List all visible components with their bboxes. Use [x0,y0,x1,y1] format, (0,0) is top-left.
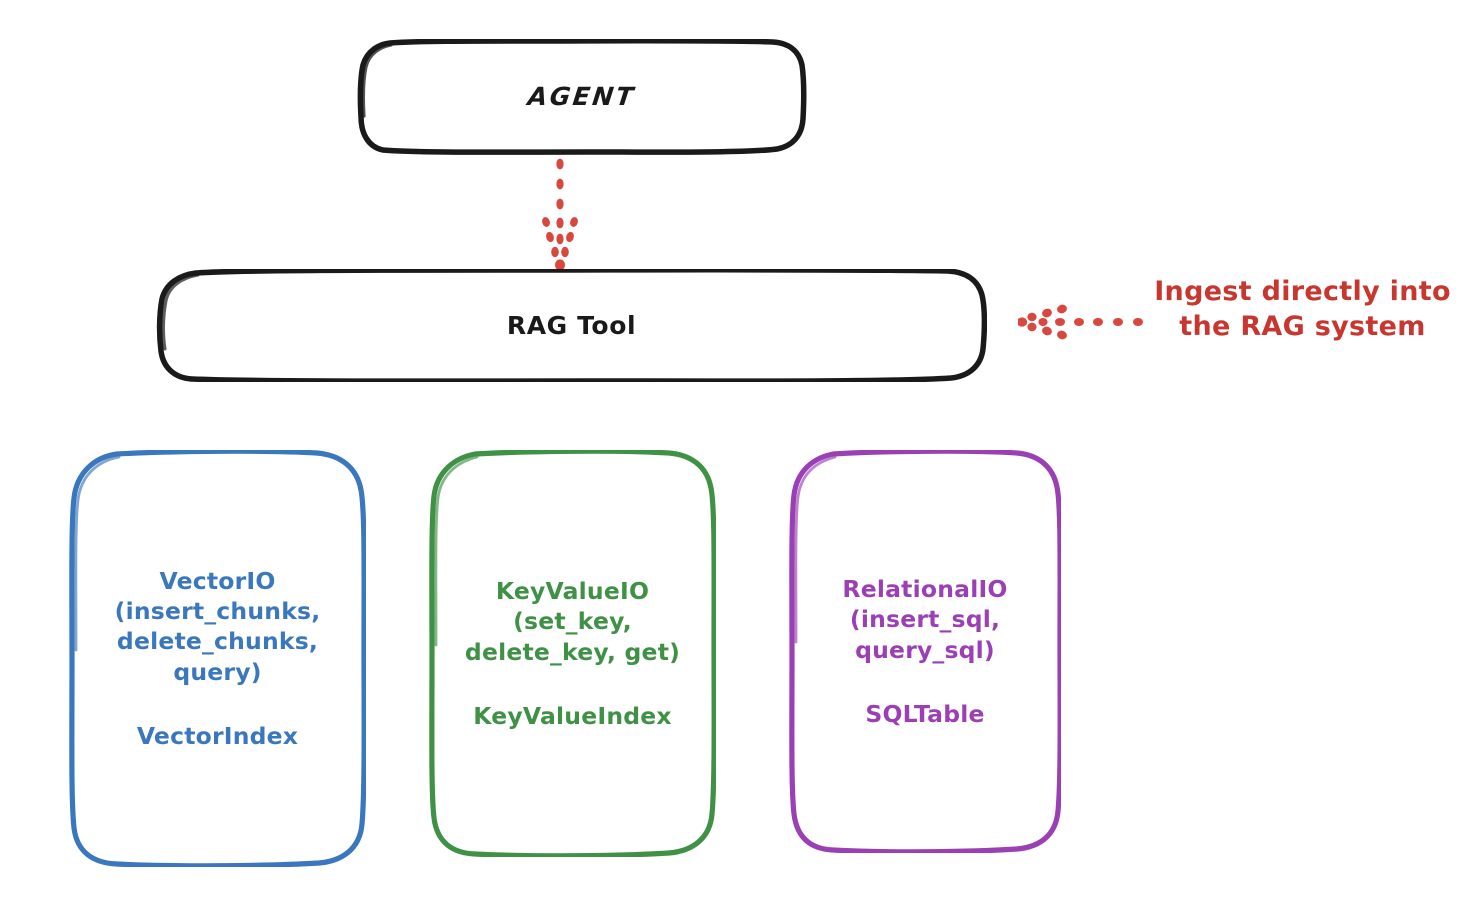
node-rag-tool[interactable]: RAG Tool [156,269,987,382]
connector-ingest-to-rag-tool [1018,304,1143,340]
connector-agent-to-rag-tool [542,158,578,271]
annotation-ingest-directly: Ingest directly into the RAG system [1154,276,1451,342]
rag-tool-label: RAG Tool [506,310,637,340]
relational-io-subtitle: SQLTable [865,699,985,728]
node-vector-io[interactable]: VectorIO (insert_chunks, delete_chunks, … [69,450,366,867]
vector-io-subtitle: VectorIndex [136,721,299,750]
key-value-io-title: KeyValueIO (set_key, delete_key, get) [464,577,681,666]
relational-io-title: RelationalIO (insert_sql, query_sql) [842,575,1008,664]
node-key-value-io[interactable]: KeyValueIO (set_key, delete_key, get) Ke… [429,450,716,857]
vector-io-title: VectorIO (insert_chunks, delete_chunks, … [114,567,321,686]
node-relational-io[interactable]: RelationalIO (insert_sql, query_sql) SQL… [789,450,1061,853]
node-agent[interactable]: AGENT [357,39,807,155]
agent-label: AGENT [526,82,638,111]
key-value-io-subtitle: KeyValueIndex [473,701,672,730]
